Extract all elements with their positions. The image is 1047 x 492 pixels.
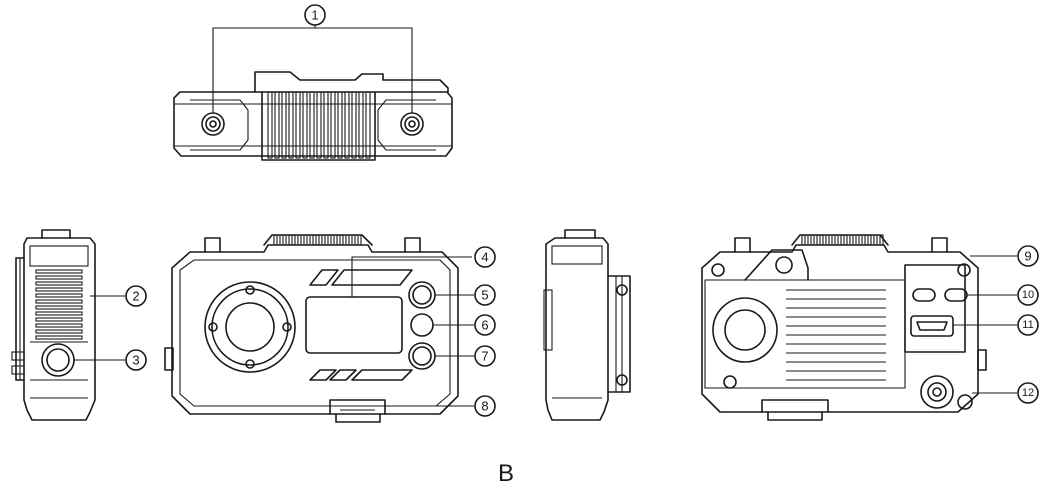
svg-text:8: 8 [481, 399, 488, 414]
callout-7: 7 [474, 345, 496, 367]
svg-text:10: 10 [1022, 289, 1034, 301]
button-middle [410, 313, 434, 337]
button-bottom [408, 342, 436, 370]
top-view [173, 24, 453, 161]
svg-text:4: 4 [481, 250, 488, 265]
svg-text:5: 5 [481, 288, 488, 303]
callout-10: 10 [1017, 284, 1039, 306]
svg-text:6: 6 [481, 318, 488, 333]
callout-6: 6 [474, 314, 496, 336]
svg-text:12: 12 [1022, 387, 1034, 399]
heat-fins-back [801, 234, 884, 246]
left-side-view [11, 229, 96, 421]
port-slot-right [944, 288, 968, 302]
leader-lines [74, 255, 1017, 407]
vent-slots [35, 269, 83, 340]
svg-text:2: 2 [132, 289, 139, 304]
port-slot-left [912, 288, 936, 302]
svg-text:11: 11 [1022, 319, 1033, 331]
svg-text:3: 3 [132, 353, 139, 368]
hdmi-port [910, 315, 954, 337]
antenna-connector-left [201, 112, 225, 136]
heat-fins-front [273, 234, 362, 246]
heat-fins-top [267, 91, 371, 159]
bnc-connector [920, 375, 954, 409]
svg-text:9: 9 [1024, 249, 1031, 264]
svg-text:1: 1 [311, 8, 318, 23]
figure-caption: B [498, 460, 514, 487]
callout-4: 4 [474, 246, 496, 268]
front-view [164, 234, 459, 423]
callout-2: 2 [125, 285, 147, 307]
back-view [701, 234, 987, 421]
callout-9: 9 [1017, 245, 1039, 267]
button-top [408, 281, 436, 309]
side-connector [41, 343, 75, 377]
callout-3: 3 [125, 349, 147, 371]
back-heatsink [786, 289, 886, 381]
callout-12: 12 [1017, 382, 1039, 404]
right-side-view [543, 229, 631, 421]
callout-5: 5 [474, 284, 496, 306]
svg-text:7: 7 [481, 349, 488, 364]
display-screen [305, 296, 403, 354]
callout-8: 8 [474, 395, 496, 417]
callout-1: 1 [304, 4, 326, 26]
antenna-connector-right [400, 112, 424, 136]
callout-11: 11 [1017, 314, 1039, 336]
lens-dial [204, 281, 296, 373]
